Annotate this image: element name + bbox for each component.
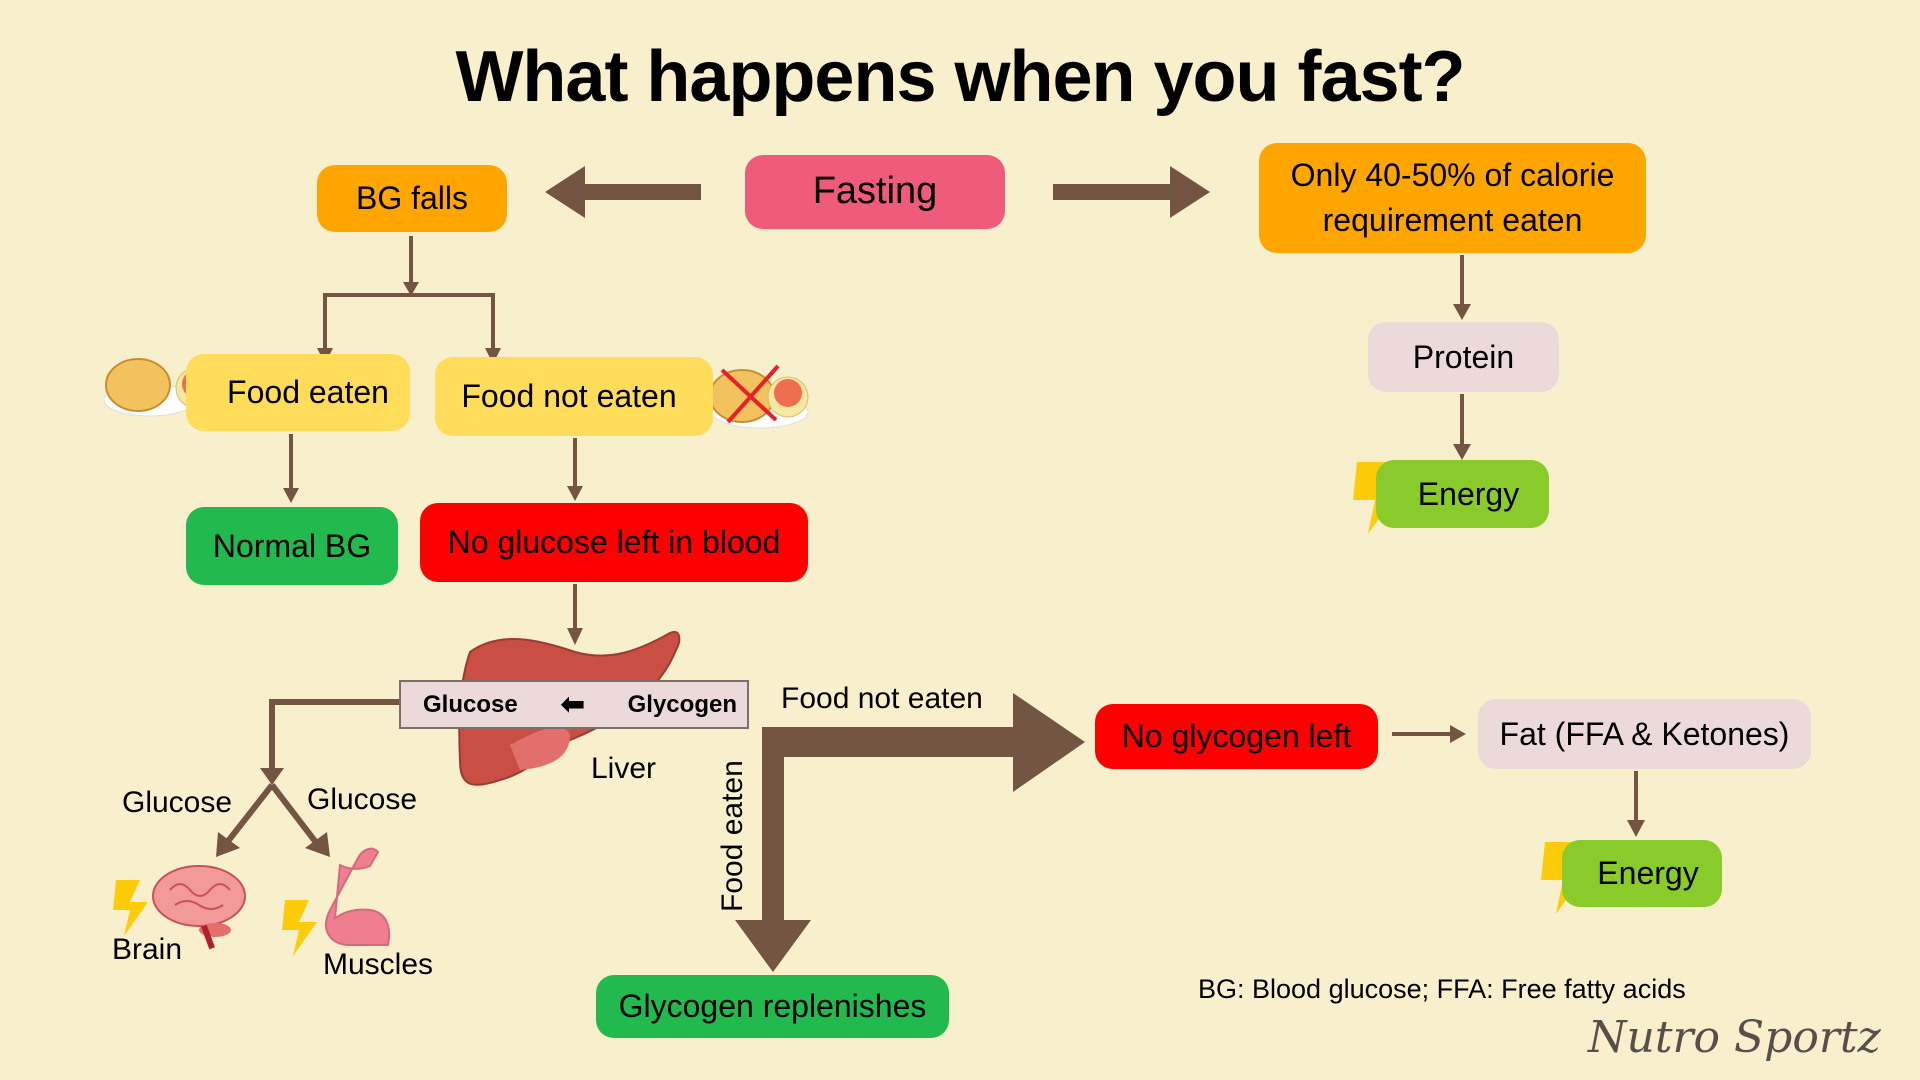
food-not-eaten-node: Food not eaten bbox=[435, 357, 713, 436]
calorie-line-2: requirement eaten bbox=[1322, 202, 1583, 238]
bg-falls-node: BG falls bbox=[317, 165, 507, 232]
arrow-right-icon bbox=[1053, 166, 1210, 218]
muscles-label: Muscles bbox=[323, 948, 434, 981]
calorie-node: Only 40-50% of calorie requirement eaten bbox=[1259, 143, 1646, 253]
page-title: What happens when you fast? bbox=[455, 37, 1465, 117]
protein-node: Protein bbox=[1368, 322, 1559, 392]
fasting-node: Fasting bbox=[745, 155, 1005, 229]
liver-conversion-box: Glucose ⬅ Glycogen bbox=[399, 680, 749, 729]
glucose-muscle-label: Glucose bbox=[307, 783, 418, 816]
energy-protein-node: Energy bbox=[1376, 460, 1549, 528]
liver-glucose-label: Glucose bbox=[423, 690, 518, 718]
big-elbow-arrow-icon bbox=[735, 693, 1085, 972]
glucose-brain-label: Glucose bbox=[122, 786, 233, 819]
calorie-line-1: Only 40-50% of calorie bbox=[1290, 157, 1615, 194]
arrow-left-icon bbox=[545, 166, 701, 218]
energy-fat-node: Energy bbox=[1562, 840, 1722, 907]
glycogen-replenishes-node: Glycogen replenishes bbox=[596, 975, 949, 1038]
no-glycogen-node: No glycogen left bbox=[1095, 704, 1378, 769]
muscle-arm-icon bbox=[325, 847, 390, 946]
arrow-left-icon: ⬅ bbox=[560, 688, 586, 721]
food-not-eaten-arrow-label: Food not eaten bbox=[781, 682, 983, 715]
no-glucose-node: No glucose left in blood bbox=[420, 503, 808, 582]
fat-node: Fat (FFA & Ketones) bbox=[1478, 699, 1811, 769]
signature-logo: Nutro Sportz bbox=[1588, 1012, 1881, 1063]
normal-bg-node: Normal BG bbox=[186, 507, 398, 585]
food-eaten-arrow-label: Food eaten bbox=[716, 760, 749, 912]
liver-glycogen-label: Glycogen bbox=[627, 690, 737, 718]
food-eaten-node: Food eaten bbox=[186, 354, 410, 431]
footnote: BG: Blood glucose; FFA: Free fatty acids bbox=[1198, 974, 1686, 1004]
liver-label: Liver bbox=[591, 752, 657, 785]
brain-icon bbox=[152, 865, 246, 950]
brain-label: Brain bbox=[112, 933, 183, 966]
food-plate-crossed-icon bbox=[709, 364, 809, 429]
